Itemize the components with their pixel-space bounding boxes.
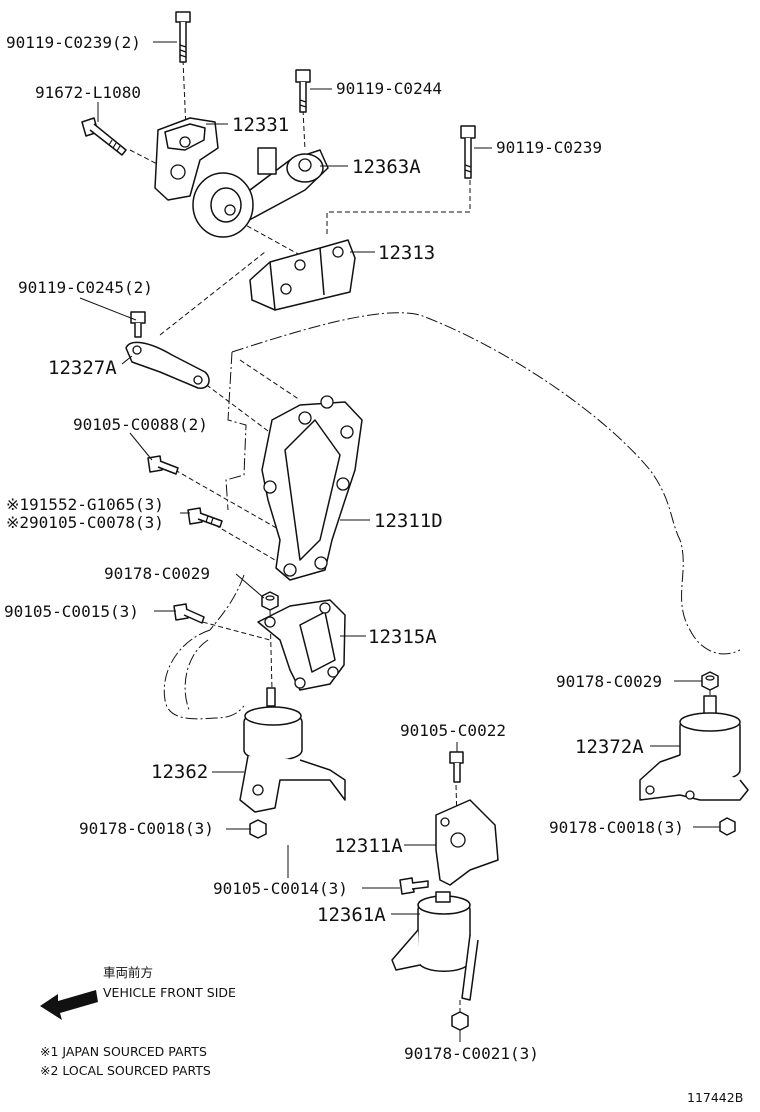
label-12331: 12331 — [232, 114, 289, 136]
part-12372a-mount — [639, 695, 749, 801]
label-90105-c0014-3: 90105-C0014(3) — [213, 879, 348, 898]
label-90119-c0244: 90119-C0244 — [336, 79, 442, 98]
assembly-line — [455, 784, 458, 821]
label-12361a: 12361A — [317, 904, 386, 926]
label-12363a: 12363A — [352, 156, 421, 178]
engine-outline — [231, 312, 741, 655]
assembly-line — [239, 221, 301, 256]
part-12311a-bracket — [435, 799, 499, 886]
assembly-line — [182, 59, 187, 131]
assembly-line — [199, 379, 281, 441]
assembly-line — [239, 359, 301, 401]
label-90178-c0029-left: 90178-C0029 — [104, 564, 210, 583]
part-12313-bracket — [249, 239, 356, 311]
bolt-icon — [460, 125, 476, 179]
bolt-icon — [81, 117, 127, 156]
leader-lines — [79, 41, 720, 1042]
label-12311a: 12311A — [334, 835, 403, 857]
nut-icon — [249, 819, 267, 839]
label-91672-l1080: 91672-L1080 — [35, 83, 141, 102]
label-12362: 12362 — [151, 761, 208, 783]
label-12327a: 12327A — [48, 357, 117, 379]
figure-id: 117442B — [687, 1090, 743, 1105]
label-12315a: 12315A — [368, 626, 437, 648]
assembly-line — [174, 469, 281, 531]
label-90105-c0078-3: ※290105-C0078(3) — [6, 513, 164, 532]
bolt-icon — [295, 69, 311, 113]
part-12331-bracket — [154, 117, 219, 201]
note-japan-sourced: ※1 JAPAN SOURCED PARTS — [40, 1044, 207, 1059]
label-90119-c0239-2: 90119-C0239(2) — [6, 33, 141, 52]
bolt-icon — [187, 507, 223, 528]
direction-label-english: VEHICLE FRONT SIDE — [103, 985, 236, 1000]
part-12362-mount — [239, 687, 346, 813]
transmission-outline — [163, 629, 245, 720]
nut-icon — [701, 671, 719, 691]
assembly-line — [302, 109, 306, 151]
label-90119-c0245-2: 90119-C0245(2) — [18, 278, 153, 297]
label-12313: 12313 — [378, 242, 435, 264]
part-12315a-bracket — [257, 599, 346, 691]
nut-icon — [261, 591, 279, 611]
bolt-icon — [130, 311, 146, 338]
assembly-line — [214, 524, 276, 561]
label-90178-c0018-3-left: 90178-C0018(3) — [79, 819, 214, 838]
part-12327a-stay — [125, 341, 210, 389]
engine-outline-left — [225, 351, 247, 511]
nut-icon — [719, 817, 736, 836]
label-90105-c0015-3: 90105-C0015(3) — [4, 602, 139, 621]
bolt-icon — [399, 877, 429, 895]
label-91552-g1065-3: ※191552-G1065(3) — [6, 495, 164, 514]
bolt-icon — [173, 603, 205, 624]
part-12311d-bracket — [261, 395, 363, 581]
transmission-outline-3 — [184, 639, 209, 713]
label-90178-c0021-3: 90178-C0021(3) — [404, 1044, 539, 1063]
assembly-line — [269, 609, 273, 691]
label-90119-c0239: 90119-C0239 — [496, 138, 602, 157]
note-local-sourced: ※2 LOCAL SOURCED PARTS — [40, 1063, 211, 1078]
bolt-icon — [449, 751, 464, 783]
label-12311d: 12311D — [374, 510, 443, 532]
label-90178-c0029-right: 90178-C0029 — [556, 672, 662, 691]
bolt-icon — [147, 455, 179, 475]
label-12372a: 12372A — [575, 736, 644, 758]
nut-icon — [451, 1011, 469, 1031]
direction-label-japanese: 車両前方 — [103, 965, 153, 980]
assembly-line — [326, 180, 471, 236]
bolt-icon — [175, 11, 191, 63]
assembly-line — [159, 251, 266, 336]
arrow-left-icon — [40, 990, 98, 1020]
part-12361a-mount — [391, 891, 479, 1001]
label-90105-c0022: 90105-C0022 — [400, 721, 506, 740]
label-90178-c0018-3-right: 90178-C0018(3) — [549, 818, 684, 837]
assembly-line — [194, 619, 271, 641]
label-90105-c0088-2: 90105-C0088(2) — [73, 415, 208, 434]
part-12363a-torque-rod — [192, 147, 329, 238]
transmission-outline-2 — [209, 574, 245, 631]
